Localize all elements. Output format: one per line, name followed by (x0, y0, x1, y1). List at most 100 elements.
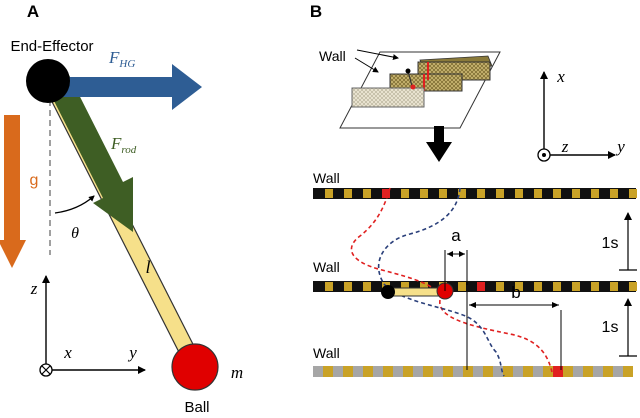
wall-bottom-label: Wall (313, 345, 340, 361)
wall-middle-label: Wall (313, 259, 340, 275)
dimension-b: b (466, 283, 562, 370)
wall-segment (496, 189, 504, 198)
wall-segment (553, 366, 563, 377)
wall-segment (458, 189, 466, 198)
dimension-a: a (444, 226, 468, 291)
wall-segment (543, 366, 553, 377)
wall-segment (473, 366, 483, 377)
spacing-top-label: 1s (602, 235, 619, 252)
wall-segment (439, 189, 447, 198)
wall-segment (343, 366, 353, 377)
wall-segment (513, 366, 523, 377)
wall-segment (413, 366, 423, 377)
wall-segment (573, 366, 583, 377)
wall-segment (629, 189, 637, 198)
length-label: l (145, 257, 150, 277)
angle-arc (54, 195, 95, 214)
wall-segment (593, 366, 603, 377)
wall-segment (572, 189, 580, 198)
dimension-b-label: b (511, 283, 520, 302)
wall-segment (373, 366, 383, 377)
b-axis-z-label: z (561, 137, 569, 156)
spacing-bottom-label: 1s (602, 319, 619, 336)
wall-segment (344, 282, 352, 291)
wall-segment (433, 366, 443, 377)
wall-segment (629, 282, 637, 291)
axis-y-label: y (127, 343, 137, 362)
b-pendulum-rod (386, 287, 446, 297)
wall-segment (323, 366, 333, 377)
wall-segment (483, 366, 493, 377)
wall-segment (591, 282, 599, 291)
wall-segment (613, 366, 623, 377)
end-effector (26, 59, 70, 103)
wall-segment (503, 366, 513, 377)
dimension-a-label: a (451, 226, 461, 245)
inset-wall-label: Wall (319, 48, 346, 64)
wall-segment (610, 189, 618, 198)
axis-x-label: x (63, 343, 72, 362)
wall-bottom: Wall (313, 345, 633, 377)
wall-segment (458, 282, 466, 291)
trajectory-red-path (350, 187, 553, 373)
wall-middle: Wall (313, 259, 637, 292)
wall-segment (353, 366, 363, 377)
axis-z-label: z (30, 279, 38, 298)
trajectory-blue-path (377, 187, 505, 377)
wall-segment (403, 366, 413, 377)
wall-segment (420, 282, 428, 291)
panel-a-label: A (27, 2, 39, 21)
b-end-effector (381, 285, 395, 299)
wall-segment (610, 282, 618, 291)
wall-segment (363, 366, 373, 377)
wall-segment (443, 366, 453, 377)
wall-segment (382, 189, 390, 198)
wall-segment (534, 282, 542, 291)
wall-segment (496, 282, 504, 291)
inset-3d-view: Wall (319, 48, 501, 162)
angle-label: θ (71, 225, 79, 242)
panel-b-axes: x z y (537, 67, 625, 162)
spacing-marker-bottom: 1s (602, 298, 637, 357)
panel-a: A End-Effector g θ FHG Frod l m Ball z (0, 2, 243, 416)
wall-segment (515, 282, 523, 291)
hg-force-label: FHG (108, 48, 135, 70)
wall-segment (515, 189, 523, 198)
wall-top: Wall (313, 170, 637, 199)
gravity-arrow (0, 115, 26, 268)
wall-segment (463, 366, 473, 377)
wall-top-label: Wall (313, 170, 340, 186)
wall-segment (344, 189, 352, 198)
wall-segment (572, 282, 580, 291)
wall-segment (477, 189, 485, 198)
wall-segment (363, 282, 371, 291)
wall-segment (583, 366, 593, 377)
wall-segment (533, 366, 543, 377)
wall-segment (333, 366, 343, 377)
wall-segment (313, 366, 323, 377)
rod-force-label: Frod (110, 134, 137, 156)
ball-label: Ball (184, 399, 209, 416)
b-axis-x-label: x (556, 67, 565, 86)
hg-force-arrow (52, 64, 202, 110)
wall-segment (393, 366, 403, 377)
spacing-marker-top: 1s (602, 212, 637, 271)
wall-segment (553, 189, 561, 198)
wall-segment (591, 189, 599, 198)
wall-segment (423, 366, 433, 377)
mass-label: m (231, 363, 243, 382)
rod-force-arrow (48, 73, 133, 232)
panel-b: B Wall (310, 2, 637, 377)
gravity-label: g (30, 172, 39, 189)
wall-segment (453, 366, 463, 377)
wall-segment (363, 189, 371, 198)
wall-segment (420, 189, 428, 198)
ball (171, 343, 219, 391)
wall-segment (623, 366, 633, 377)
wall-segment (325, 282, 333, 291)
wall-segment (523, 366, 533, 377)
wall-segment (401, 189, 409, 198)
b-axis-y-label: y (615, 137, 625, 156)
wall-segment (534, 189, 542, 198)
